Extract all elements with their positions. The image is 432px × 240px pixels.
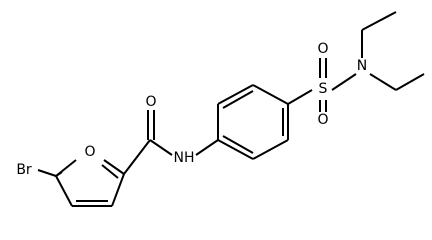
atom-label-carbonyl-oxygen: O (145, 94, 156, 110)
bond (101, 164, 119, 179)
bond (395, 73, 425, 91)
bond (252, 84, 289, 105)
bond (361, 11, 397, 31)
atom-label-amide-nh: NH (174, 150, 195, 166)
bond (217, 139, 254, 160)
bond (331, 73, 357, 91)
bond (222, 90, 254, 109)
bond (123, 139, 151, 175)
atom-label-br: Br (16, 162, 32, 178)
atom-label-sulfonyl-oxygen-bottom: O (317, 112, 328, 128)
atom-label-furan-oxygen: O (84, 144, 95, 160)
bond (55, 175, 73, 207)
atom-label-sulfonyl-oxygen-top: O (317, 41, 328, 57)
bond (222, 135, 254, 154)
atom-label-sulfur: S (319, 81, 328, 97)
bond (287, 89, 313, 105)
chemical-structure-diagram: Br O O NH S O O N (16, 11, 425, 207)
bond (217, 84, 254, 105)
bond (111, 173, 125, 207)
bond (195, 139, 219, 156)
bond (369, 73, 397, 91)
bond (103, 159, 125, 175)
bond (55, 159, 77, 177)
atom-label-amine-nitrogen: N (357, 58, 367, 74)
bond (37, 169, 57, 177)
bond (149, 139, 173, 156)
bond (252, 139, 289, 160)
